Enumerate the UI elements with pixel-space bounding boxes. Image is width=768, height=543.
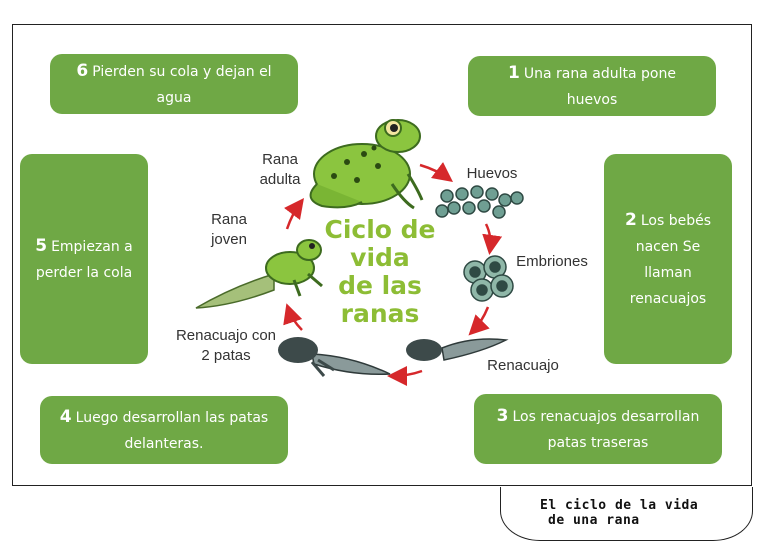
step-2-number: 2 (624, 209, 637, 230)
step-3-number: 3 (496, 405, 509, 426)
tadpole-two-legs-illustration (278, 337, 391, 377)
arrow-embryos-to-tadpole (468, 306, 490, 336)
label-adult-frog: Rana adulta (259, 151, 301, 188)
step-4-text: Luego desarrollan las patas delanteras. (75, 409, 269, 452)
adult-frog-illustration (309, 119, 424, 210)
arrow-adult-to-eggs (419, 162, 454, 182)
label-tadpole: Renacuajo (487, 357, 559, 374)
arrow-young-to-adult (284, 197, 304, 230)
step-4-number: 4 (59, 406, 72, 427)
footer-tab (500, 487, 753, 541)
cycle-title-line-4: ranas (340, 299, 420, 328)
cycle-title: Ciclo de vida de las ranas (312, 216, 448, 328)
step-2-text: Los bebés nacen Se llaman renacuajos (629, 212, 711, 307)
label-young-frog: Rana joven (211, 211, 247, 248)
young-frog-illustration (195, 239, 323, 309)
label-embryos: Embriones (516, 253, 588, 270)
tadpole-illustration (406, 338, 509, 361)
step-5-text: Empiezan a perder la cola (35, 238, 133, 281)
embryos-illustration (463, 255, 514, 302)
arrow-two-legs-to-young (283, 303, 303, 331)
step-1-number: 1 (508, 62, 520, 83)
step-1-text: Una rana adulta pone huevos (523, 65, 676, 108)
footer-line-1: El ciclo de la vida (540, 498, 699, 513)
cycle-title-line-3: de las (338, 271, 422, 300)
label-eggs: Huevos (466, 165, 518, 182)
arrow-tadpole-to-two-legs (387, 365, 423, 386)
arrow-eggs-to-embryos (482, 223, 503, 255)
life-cycle-illustration (195, 119, 524, 386)
step-6-number: 6 (76, 60, 89, 81)
step-6-text: Pierden su cola y dejan el agua (92, 63, 272, 106)
eggs-illustration (435, 185, 524, 219)
cycle-title-line-1: Ciclo de (324, 215, 436, 244)
step-3-text: Los renacuajos desarrollan patas trasera… (512, 408, 700, 451)
step-5-number: 5 (35, 235, 48, 256)
cycle-title-line-2: vida (350, 243, 410, 272)
footer-title: El ciclo de la vida de una rana (540, 498, 740, 528)
label-two-legs: Renacuajo con 2 patas (175, 327, 277, 364)
footer-line-2: de una rana (548, 513, 640, 528)
